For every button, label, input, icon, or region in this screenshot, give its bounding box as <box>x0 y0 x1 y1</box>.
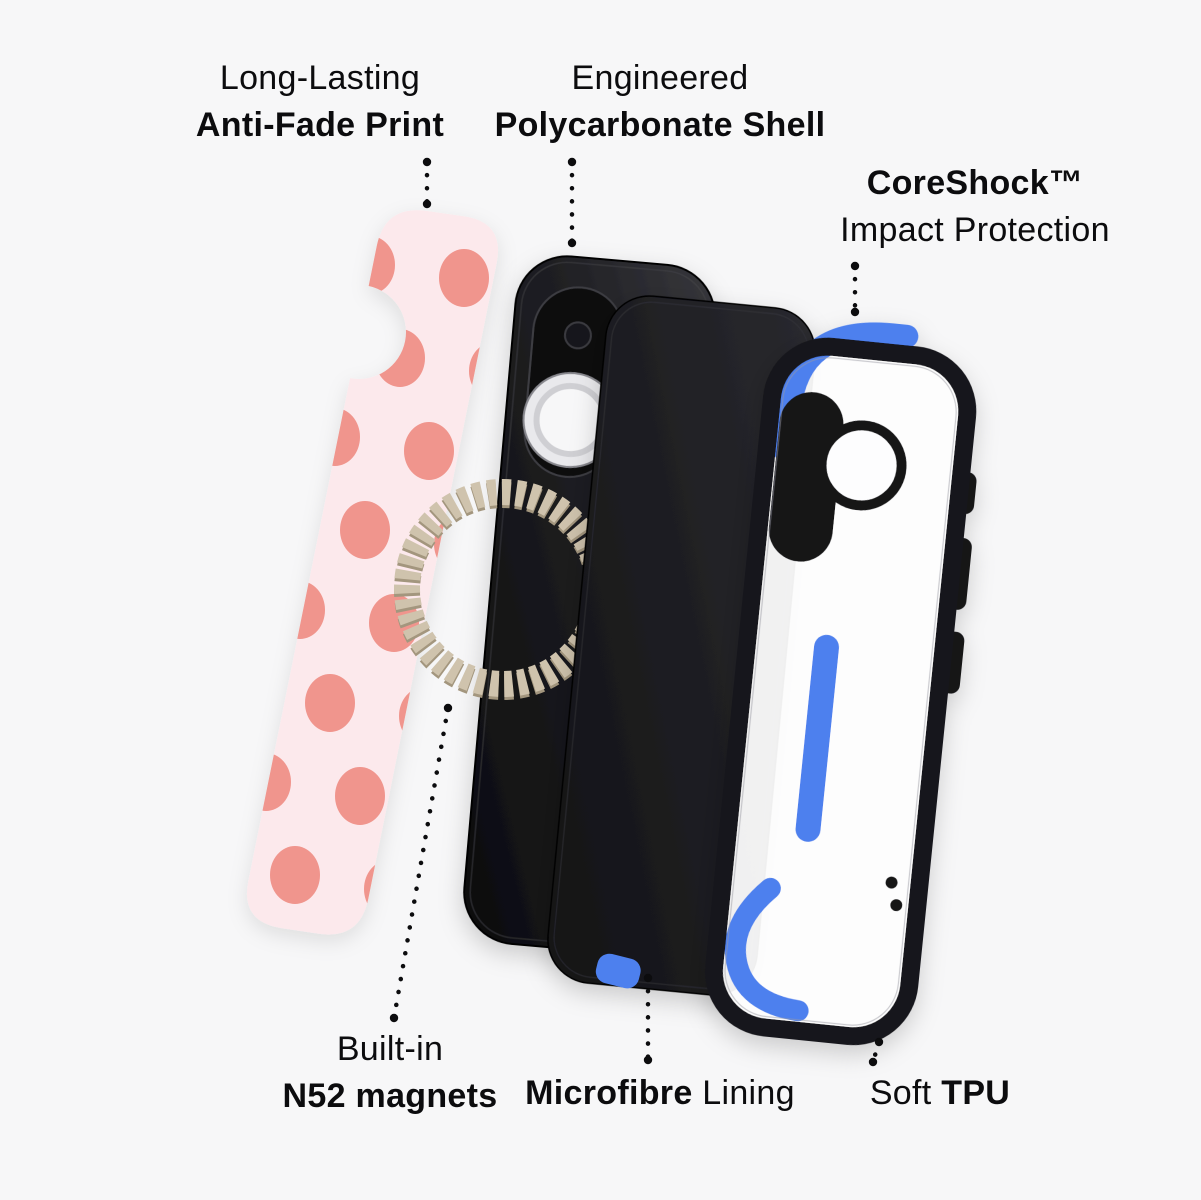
bumper-inner-hairline <box>724 357 957 1026</box>
label-coreshock-protection: CoreShock™ Impact Protection <box>775 160 1175 254</box>
label-line-regular: Built-in <box>336 1030 444 1068</box>
label-line-regular: Engineered <box>571 59 749 97</box>
label-line-bold: Anti-Fade Print <box>195 106 445 144</box>
label-part-regular: Soft <box>869 1074 932 1112</box>
label-line-regular: Impact Protection <box>840 211 1110 249</box>
label-anti-fade-print: Long-Lasting Anti-Fade Print <box>120 55 520 149</box>
bumper-camera-pill <box>768 392 844 562</box>
leader-n52-magnets <box>391 705 451 1021</box>
label-part-regular: Lining <box>702 1074 795 1112</box>
label-polycarbonate-shell: Engineered Polycarbonate Shell <box>460 55 860 149</box>
label-part-bold: TPU <box>941 1074 1011 1112</box>
bumper-camera-ring <box>816 420 907 511</box>
printed-insert-layer <box>241 210 519 935</box>
label-line-bold: CoreShock™ <box>866 164 1084 202</box>
label-microfibre-lining: Microfibre Lining <box>460 1070 860 1117</box>
lanyard-holes <box>885 876 903 912</box>
label-line-regular: Long-Lasting <box>219 59 421 97</box>
coreshock-sliver <box>595 953 641 989</box>
insert-plate <box>246 210 499 935</box>
coreshock-bottom-insert <box>724 877 809 1022</box>
flash-hole <box>563 321 592 350</box>
bumper-frame <box>704 337 977 1046</box>
tpu-bumper-layer <box>704 322 977 1046</box>
label-line-bold: Polycarbonate Shell <box>494 106 826 144</box>
label-line-bold: N52 magnets <box>282 1077 498 1115</box>
leader-lines <box>389 157 884 1067</box>
label-part-bold: Microfibre <box>525 1074 693 1112</box>
label-soft-tpu: Soft TPU <box>740 1070 1140 1117</box>
label-n52-magnets: Built-in N52 magnets <box>190 1026 590 1120</box>
coreshock-bar-insert <box>795 634 840 842</box>
